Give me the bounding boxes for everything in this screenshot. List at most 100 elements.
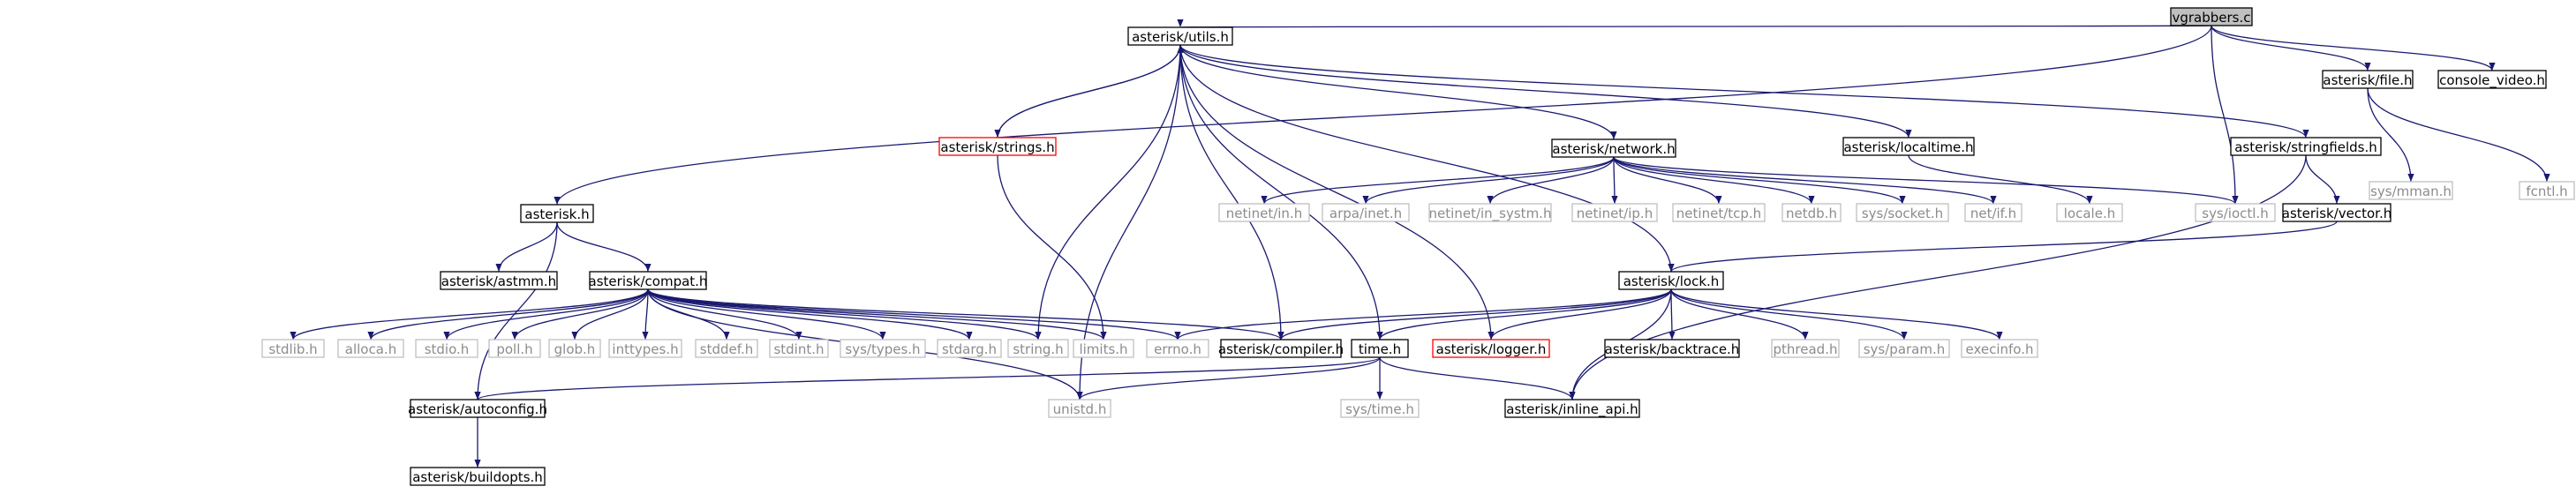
edge-file-to-sys_mman: [2367, 87, 2414, 183]
node-box: [2519, 181, 2575, 200]
edge-compat-to-glob: [571, 288, 649, 341]
node-backtrace[interactable]: asterisk/backtrace.h: [1604, 339, 1740, 358]
node-poll: poll.h: [488, 339, 541, 358]
node-label: limits.h: [1079, 341, 1127, 357]
node-label: asterisk/compat.h: [589, 273, 708, 289]
node-label: poll.h: [496, 341, 532, 357]
node-time[interactable]: time.h: [1351, 339, 1409, 358]
node-label: asterisk/compiler.h: [1218, 341, 1344, 357]
node-box: [2282, 203, 2391, 222]
node-arpa-inet: arpa/inet.h: [1322, 203, 1410, 222]
node-box: [1842, 137, 1975, 156]
node-sys-param: sys/param.h: [1858, 339, 1950, 358]
edge-asterisk_h-to-astmm: [495, 221, 558, 273]
node-pthread: pthread.h: [1771, 339, 1840, 358]
node-label: asterisk/autoconfig.h: [408, 401, 547, 417]
node-label: asterisk/astmm.h: [441, 273, 556, 289]
node-buildopts[interactable]: asterisk/buildopts.h: [410, 467, 546, 486]
edge-compat-to-stdio: [443, 288, 649, 341]
node-execinfo: execinfo.h: [1961, 339, 2038, 358]
node-asterisk-h[interactable]: asterisk.h: [520, 204, 594, 223]
node-astmm[interactable]: asterisk/astmm.h: [440, 271, 558, 290]
node-box: [440, 271, 558, 290]
node-box: [1604, 339, 1740, 358]
node-inline-api[interactable]: asterisk/inline_api.h: [1504, 399, 1640, 418]
node-label: asterisk/backtrace.h: [1605, 341, 1740, 357]
node-autoconfig[interactable]: asterisk/autoconfig.h: [408, 399, 547, 418]
node-string: string.h: [1007, 339, 1069, 358]
edge-lock-to-execinfo: [1670, 288, 2003, 341]
node-stringfields[interactable]: asterisk/stringfields.h: [2230, 137, 2382, 156]
node-label: asterisk/network.h: [1552, 141, 1675, 157]
node-box: [1551, 138, 1676, 158]
edge-lock-to-compiler: [1277, 288, 1672, 341]
node-network[interactable]: asterisk/network.h: [1551, 138, 1676, 158]
node-compat[interactable]: asterisk/compat.h: [589, 271, 708, 290]
node-console-video[interactable]: console_video.h: [2437, 70, 2547, 89]
node-alloca: alloca.h: [337, 339, 404, 358]
edge-network-to-netinet_in_systm: [1487, 156, 1615, 205]
node-vgrabbers[interactable]: vgrabbers.c: [2170, 7, 2253, 26]
node-box: [1432, 339, 1550, 358]
node-netinet-in: netinet/in.h: [1218, 203, 1310, 222]
node-box: [1007, 339, 1069, 358]
node-label: asterisk/vector.h: [2282, 206, 2391, 221]
node-strings[interactable]: asterisk/strings.h: [938, 137, 1057, 156]
edge-compat-to-stdlib: [290, 288, 649, 341]
node-box: [1964, 203, 2022, 222]
node-label: stdint.h: [773, 341, 824, 357]
edge-compat-to-sys_types: [647, 288, 886, 341]
node-box: [410, 399, 546, 418]
edge-utils-to-unistd: [1076, 44, 1181, 400]
node-inttypes: inttypes.h: [608, 339, 682, 358]
node-label: asterisk/buildopts.h: [412, 469, 543, 485]
node-label: sys/ioctl.h: [2202, 206, 2268, 221]
edge-lock-to-pthread: [1670, 288, 1809, 341]
node-box: [1220, 339, 1342, 358]
edge-utils-to-lock: [1179, 44, 1675, 273]
node-vector[interactable]: asterisk/vector.h: [2282, 203, 2391, 222]
node-box: [769, 339, 829, 358]
node-lock[interactable]: asterisk/lock.h: [1618, 271, 1724, 290]
node-label: netinet/tcp.h: [1676, 206, 1761, 221]
node-label: fcntl.h: [2526, 183, 2567, 199]
node-stdarg: stdarg.h: [937, 339, 1002, 358]
node-box: [1672, 203, 1766, 222]
node-stdio: stdio.h: [415, 339, 478, 358]
node-label: sys/mman.h: [2370, 183, 2452, 199]
edge-compat-to-stdarg: [647, 288, 973, 341]
edge-vgrabbers-to-asterisk_h: [554, 25, 2212, 206]
node-label: sys/param.h: [1864, 341, 1946, 357]
edge-utils-to-time: [1179, 44, 1383, 341]
node-box: [1504, 399, 1640, 418]
node-label: asterisk/utils.h: [1132, 29, 1229, 45]
node-box: [2056, 203, 2123, 222]
edge-compat-to-string: [647, 288, 1042, 341]
node-label: asterisk/lock.h: [1623, 273, 1720, 289]
edge-utils-to-logger: [1179, 44, 1495, 341]
edge-utils-to-localtime: [1179, 44, 1912, 138]
node-label: string.h: [1013, 341, 1063, 357]
edge-compat-to-limits: [647, 288, 1107, 341]
edge-lock-to-sys_param: [1670, 288, 1908, 341]
node-box: [1961, 339, 2038, 358]
node-file[interactable]: asterisk/file.h: [2322, 70, 2414, 89]
node-sys-socket: sys/socket.h: [1856, 203, 1949, 222]
edge-network-to-netdb: [1613, 156, 1815, 205]
node-label: netinet/in.h: [1226, 206, 1302, 221]
node-compiler[interactable]: asterisk/compiler.h: [1218, 339, 1344, 358]
edge-network-to-arpa_inet: [1362, 156, 1615, 205]
edge-compat-to-errno: [647, 288, 1181, 341]
node-logger[interactable]: asterisk/logger.h: [1432, 339, 1550, 358]
node-box: [2322, 70, 2414, 89]
node-layer: vgrabbers.c asterisk/utils.h asterisk/file…: [261, 7, 2575, 486]
node-label: asterisk/stringfields.h: [2234, 139, 2377, 155]
node-errno: errno.h: [1146, 339, 1209, 358]
node-localtime[interactable]: asterisk/localtime.h: [1842, 137, 1975, 156]
node-label: sys/socket.h: [1862, 206, 1943, 221]
node-box: [840, 339, 926, 358]
node-utils[interactable]: asterisk/utils.h: [1127, 26, 1233, 46]
node-label: vgrabbers.c: [2172, 10, 2250, 26]
node-netdb: netdb.h: [1781, 203, 1842, 222]
